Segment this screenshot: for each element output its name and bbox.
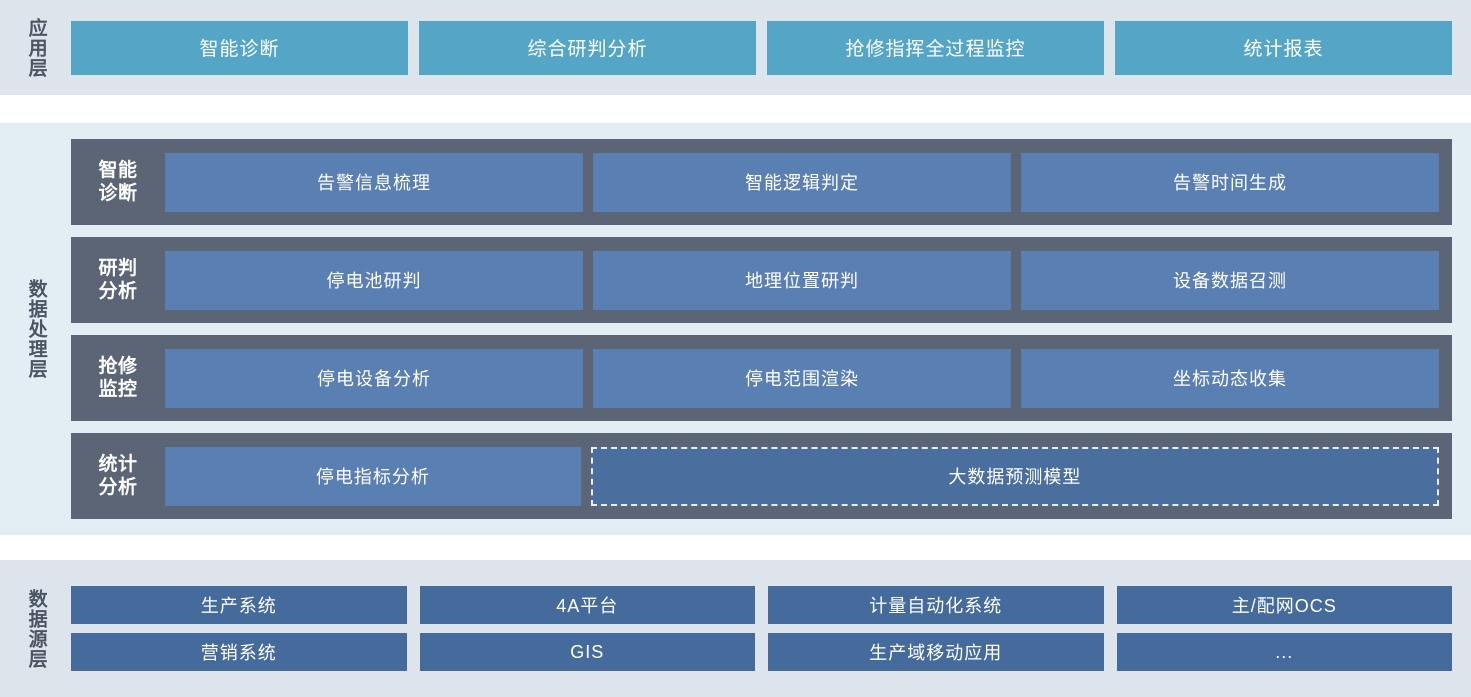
proc-card-coordinate-dynamic-collection[interactable]: 坐标动态收集 [1021,348,1439,408]
proc-card-alarm-info-sorting[interactable]: 告警信息梳理 [165,152,583,212]
proc-row-cards: 告警信息梳理 智能逻辑判定 告警时间生成 [165,139,1439,225]
proc-row-cards: 停电设备分析 停电范围渲染 坐标动态收集 [165,335,1439,421]
data-processing-layer-rows: 智能 诊断 告警信息梳理 智能逻辑判定 告警时间生成 研判 分析 停电池研判 地… [71,123,1471,535]
app-card-comprehensive-analysis[interactable]: 综合研判分析 [419,20,756,75]
proc-card-bigdata-prediction-model[interactable]: 大数据预测模型 [590,446,1439,506]
application-layer-cards: 智能诊断 综合研判分析 抢修指挥全过程监控 统计报表 [71,0,1471,95]
proc-row-label-intelligent-diagnosis: 智能 诊断 [98,159,138,204]
proc-row-repair-monitoring: 抢修 监控 停电设备分析 停电范围渲染 坐标动态收集 [71,335,1452,421]
data-source-row-1: 生产系统 4A平台 计量自动化系统 主/配网OCS [71,586,1452,624]
proc-card-outage-pool-judgement[interactable]: 停电池研判 [165,250,583,310]
src-card-4a-platform[interactable]: 4A平台 [419,586,755,624]
proc-row-cards: 停电池研判 地理位置研判 设备数据召测 [165,237,1439,323]
proc-card-outage-scope-rendering[interactable]: 停电范围渲染 [593,348,1011,408]
src-card-metering-automation-system[interactable]: 计量自动化系统 [768,586,1104,624]
src-card-more[interactable]: ... [1116,633,1452,671]
app-card-repair-command-monitoring[interactable]: 抢修指挥全过程监控 [767,20,1104,75]
src-card-production-mobile-app[interactable]: 生产域移动应用 [768,633,1104,671]
proc-card-alarm-time-generation[interactable]: 告警时间生成 [1021,152,1439,212]
proc-card-outage-index-analysis[interactable]: 停电指标分析 [165,446,581,506]
app-card-intelligent-diagnosis[interactable]: 智能诊断 [71,20,408,75]
application-layer-label: 应用层 [25,17,47,78]
proc-card-device-data-polling[interactable]: 设备数据召测 [1021,250,1439,310]
data-source-layer-label: 数据源层 [25,588,47,669]
data-source-layer-rows: 生产系统 4A平台 计量自动化系统 主/配网OCS 营销系统 GIS 生产域移动… [71,560,1471,697]
src-card-main-distribution-ocs[interactable]: 主/配网OCS [1116,586,1452,624]
proc-row-label-statistical-analysis: 统计 分析 [98,453,138,498]
proc-card-outage-device-analysis[interactable]: 停电设备分析 [165,348,583,408]
src-card-marketing-system[interactable]: 营销系统 [71,633,407,671]
proc-row-intelligent-diagnosis: 智能 诊断 告警信息梳理 智能逻辑判定 告警时间生成 [71,139,1452,225]
data-source-layer-section: 数据源层 生产系统 4A平台 计量自动化系统 主/配网OCS 营销系统 GIS … [0,560,1471,697]
proc-row-judgement-analysis: 研判 分析 停电池研判 地理位置研判 设备数据召测 [71,237,1452,323]
proc-card-geographic-location-judgement[interactable]: 地理位置研判 [593,250,1011,310]
data-source-row-2: 营销系统 GIS 生产域移动应用 ... [71,633,1452,671]
proc-card-intelligent-logic-judgement[interactable]: 智能逻辑判定 [593,152,1011,212]
app-card-statistical-report[interactable]: 统计报表 [1115,20,1452,75]
application-layer-section: 应用层 智能诊断 综合研判分析 抢修指挥全过程监控 统计报表 [0,0,1471,95]
src-card-gis[interactable]: GIS [419,633,755,671]
proc-row-statistical-analysis: 统计 分析 停电指标分析 大数据预测模型 [71,433,1452,519]
data-processing-layer-section: 数据处理层 智能 诊断 告警信息梳理 智能逻辑判定 告警时间生成 研判 分析 停… [0,123,1471,535]
data-processing-layer-label: 数据处理层 [25,279,47,379]
src-card-production-system[interactable]: 生产系统 [71,586,407,624]
proc-row-label-repair-monitoring: 抢修 监控 [98,355,138,400]
proc-row-label-judgement-analysis: 研判 分析 [98,257,138,302]
proc-row-cards: 停电指标分析 大数据预测模型 [165,433,1439,519]
